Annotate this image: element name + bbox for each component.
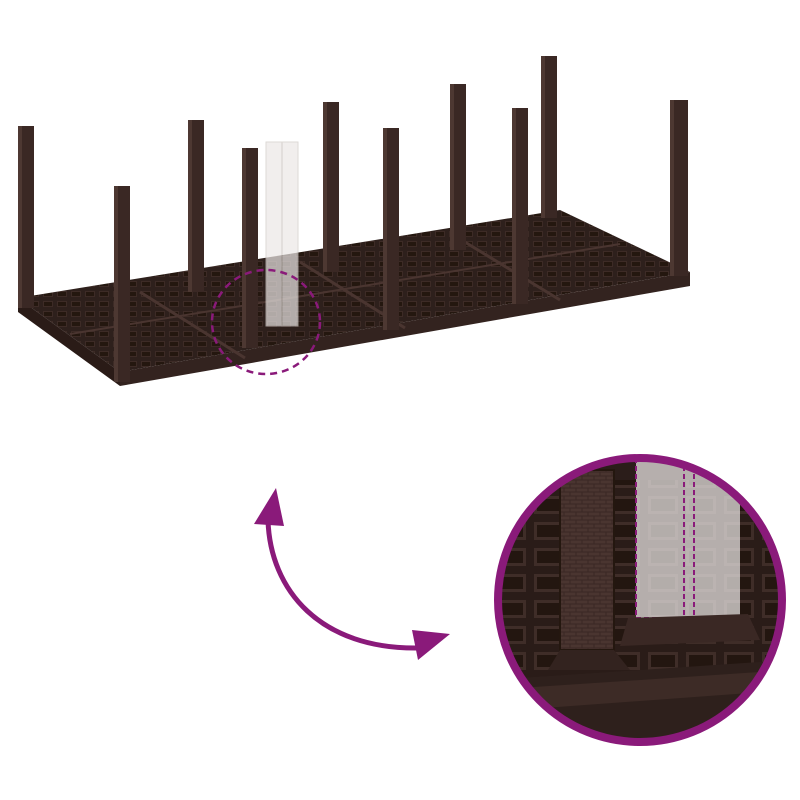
post (670, 100, 688, 276)
magnifier-circle (494, 454, 786, 746)
curved-double-arrow-icon (254, 488, 450, 660)
translucent-post (265, 141, 299, 327)
zoom-target-marker (210, 268, 322, 376)
posts (18, 56, 688, 382)
